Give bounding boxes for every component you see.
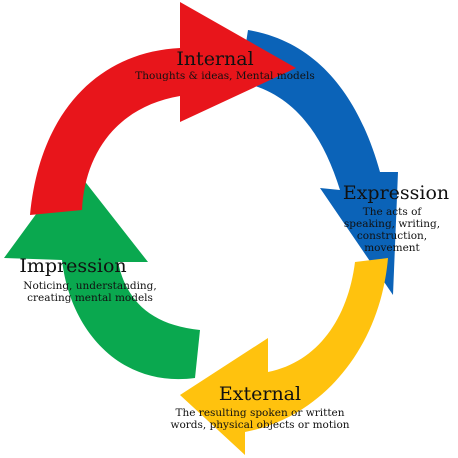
- impression-title: Impression: [19, 255, 127, 277]
- internal-arrow: [30, 2, 296, 215]
- external-arrow: [180, 258, 388, 455]
- expression-desc-line: speaking, writing,: [343, 218, 441, 230]
- internal-description: Thoughts & ideas, Mental models: [135, 70, 315, 82]
- internal-title: Internal: [176, 48, 254, 70]
- external-desc-line: words, physical objects or motion: [170, 419, 350, 431]
- expression-desc-line: movement: [364, 242, 420, 254]
- expression-title: Expression: [342, 182, 450, 204]
- impression-arrow: [4, 165, 200, 380]
- expression-arrow: [240, 30, 398, 295]
- expression-desc-line: construction,: [356, 230, 428, 242]
- external-description: The resulting spoken or written words, p…: [150, 407, 370, 431]
- expression-description: The acts of speaking, writing, construct…: [330, 206, 454, 254]
- impression-desc-line: Noticing, understanding,: [23, 280, 157, 292]
- impression-desc-line: creating mental models: [27, 292, 153, 304]
- external-title: External: [218, 383, 302, 405]
- impression-description: Noticing, understanding, creating mental…: [10, 280, 170, 304]
- external-desc-line: The resulting spoken or written: [175, 407, 345, 419]
- expression-desc-line: The acts of: [362, 206, 422, 218]
